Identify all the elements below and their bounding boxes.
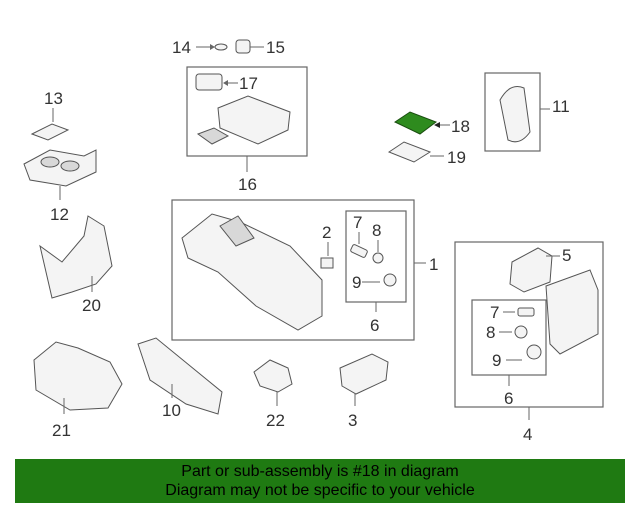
part-12-cup-a (40, 156, 60, 168)
callout-13: 13 (44, 89, 63, 108)
part-4-group: 5 7 8 9 6 4 (454, 241, 604, 444)
callout-18: 18 (451, 117, 470, 136)
callout-15: 15 (266, 38, 285, 57)
callout-19: 19 (447, 148, 466, 167)
callout-20: 20 (82, 296, 101, 315)
callout-5: 5 (562, 246, 571, 265)
callout-12: 12 (50, 205, 69, 224)
callout-7a: 7 (353, 213, 362, 232)
part-20-group: 20 (39, 215, 113, 315)
exploded-parts-diagram: 14 15 17 16 13 12 18 19 (23, 38, 604, 444)
part-2-clip (320, 257, 334, 269)
part-12-cup-b (60, 160, 80, 172)
part-22-group: 22 (253, 359, 293, 430)
part-20-bracket (39, 215, 113, 299)
part-16-cup (196, 127, 230, 145)
part-15-cap (235, 39, 251, 54)
part-1-group: 2 7 8 9 6 1 (171, 199, 438, 341)
part-8a (372, 252, 384, 264)
part-9b (526, 344, 542, 360)
callout-9a: 9 (352, 273, 361, 292)
part-22-bracket (253, 359, 293, 393)
callout-11: 11 (552, 97, 570, 116)
part-21-group: 21 (33, 341, 123, 440)
info-banner: Part or sub-assembly is #18 in diagram D… (15, 459, 625, 503)
banner-line-2: Diagram may not be specific to your vehi… (165, 482, 475, 499)
part-18-19-group: 18 19 (387, 111, 470, 167)
part-7b (517, 307, 535, 317)
part-19-mat (387, 141, 432, 163)
arrow-18 (434, 122, 440, 128)
part-8b (514, 325, 528, 339)
callout-2: 2 (322, 223, 331, 242)
part-3-group: 3 (339, 353, 389, 430)
callout-21: 21 (52, 421, 71, 440)
banner-line-1: Part or sub-assembly is #18 in diagram (181, 463, 459, 480)
box-11 (484, 72, 541, 152)
part-10-panel (137, 337, 223, 415)
part-13-mat (30, 123, 70, 141)
callout-9b: 9 (492, 351, 501, 370)
part-7a (350, 244, 368, 258)
callout-8a: 8 (372, 221, 381, 240)
part-14-oring (214, 43, 228, 51)
part-9a (383, 273, 397, 287)
part-3-switch (339, 353, 389, 395)
part-1-console-top (219, 215, 255, 247)
callout-14: 14 (172, 38, 191, 57)
part-11-group: 11 (484, 72, 570, 152)
part-11-panel (499, 86, 531, 143)
part-14-15-group: 14 15 (172, 38, 285, 57)
part-12-cupholder (23, 149, 97, 187)
callout-4: 4 (523, 425, 532, 444)
part-10-group: 10 (137, 337, 223, 420)
part-17-insert (195, 73, 223, 91)
part-18-highlighted (393, 111, 438, 135)
callout-6b: 6 (504, 389, 513, 408)
part-16-group: 17 16 (186, 66, 308, 194)
callout-10: 10 (162, 401, 181, 420)
callout-17: 17 (239, 74, 258, 93)
part-1-console (181, 213, 323, 331)
callout-16: 16 (238, 175, 257, 194)
callout-7b: 7 (490, 303, 499, 322)
box-6b (471, 299, 547, 376)
callout-6a: 6 (370, 316, 379, 335)
callout-3: 3 (348, 411, 357, 430)
callout-8b: 8 (486, 323, 495, 342)
part-5-vent (509, 247, 553, 293)
part-21-duct (33, 341, 123, 411)
part-12-13-group: 13 12 (23, 89, 97, 224)
box-1 (171, 199, 415, 341)
arrow-14 (210, 44, 215, 50)
part-16-tray (217, 95, 291, 145)
callout-22: 22 (266, 411, 285, 430)
arrow-17 (223, 80, 228, 86)
part-4-rear-panel (545, 269, 599, 355)
callout-1: 1 (429, 255, 438, 274)
